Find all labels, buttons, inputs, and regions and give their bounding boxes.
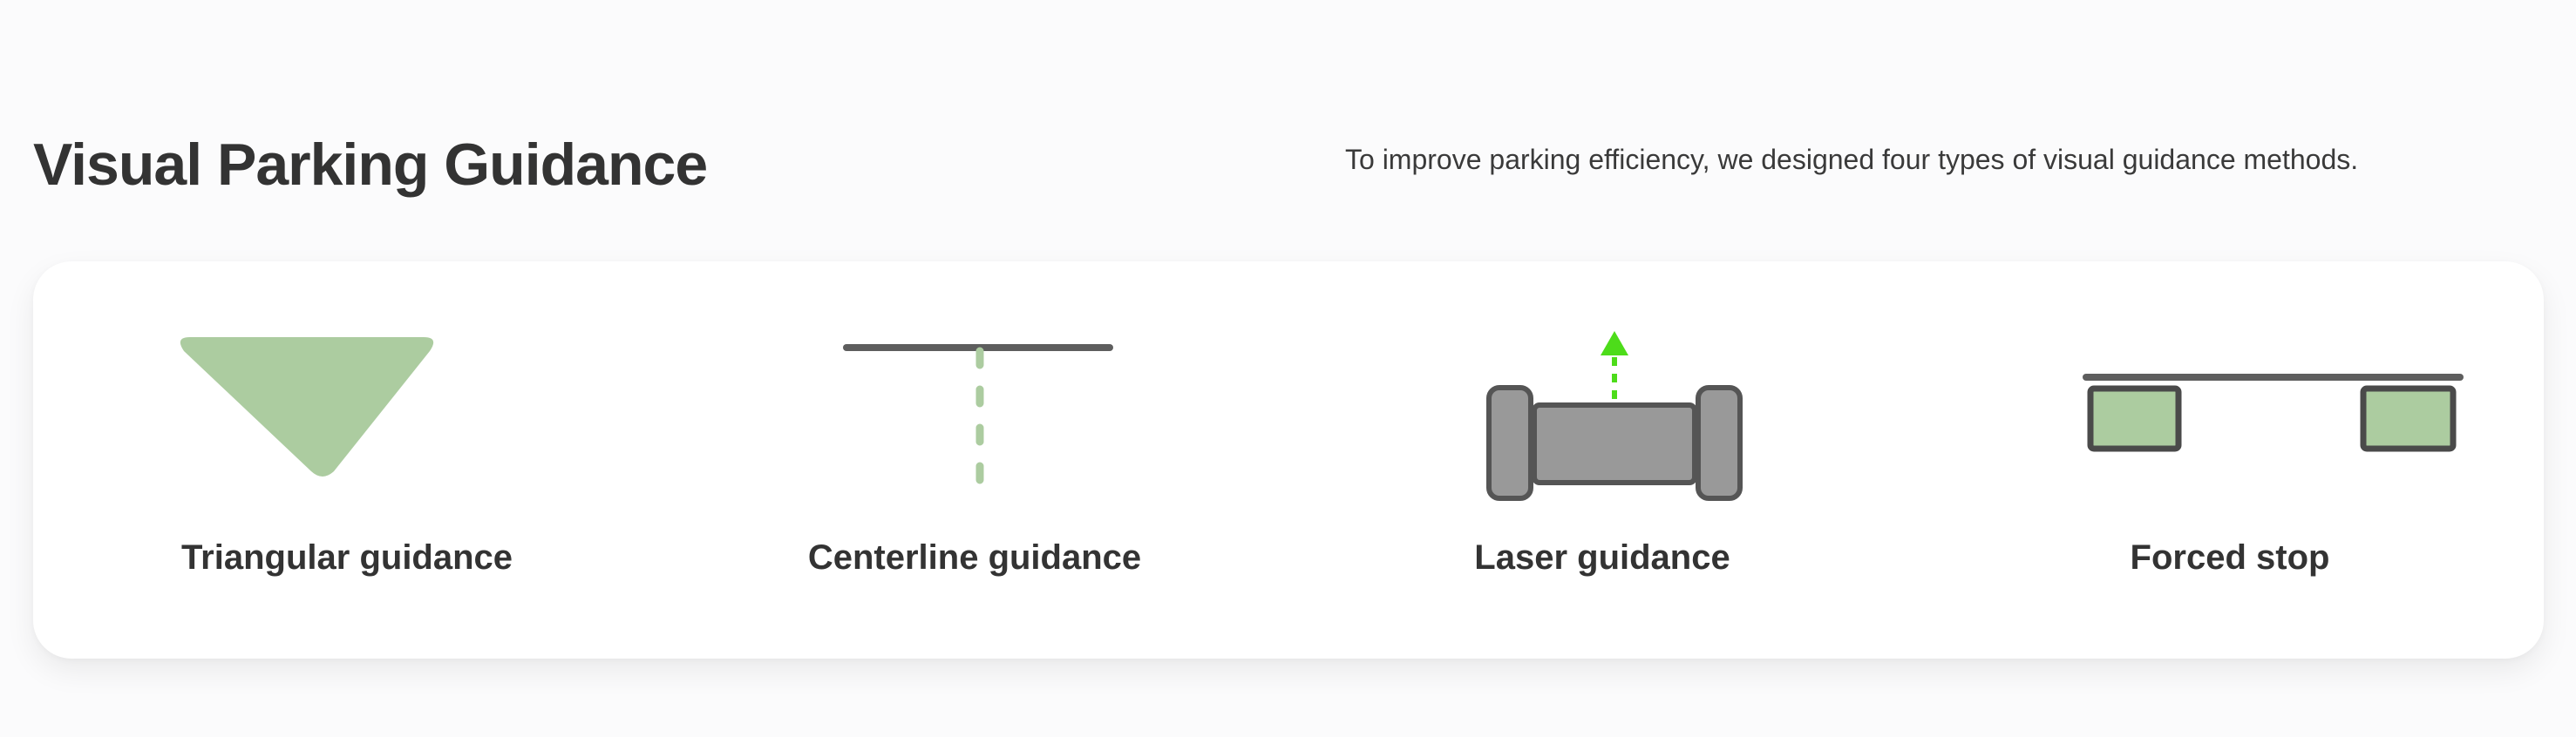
guidance-item-centerline: Centerline guidance	[661, 261, 1288, 659]
guidance-item-laser: Laser guidance	[1288, 261, 1916, 659]
guidance-label: Centerline guidance	[807, 538, 1142, 577]
guidance-label: Laser guidance	[1474, 538, 1730, 577]
page-title: Visual Parking Guidance	[33, 132, 708, 198]
guidance-label: Triangular guidance	[180, 538, 513, 577]
laser-guidance-icon	[1486, 331, 1743, 501]
page-description: To improve parking efficiency, we design…	[1345, 144, 2359, 175]
forced-stop-icon	[2083, 374, 2464, 452]
guidance-item-triangular: Triangular guidance	[33, 261, 661, 659]
guidance-item-forced-stop: Forced stop	[1916, 261, 2544, 659]
guidance-card: Triangular guidance Centerline guidance …	[33, 261, 2544, 659]
guidance-label: Forced stop	[2130, 538, 2330, 577]
triangle-guidance-icon	[180, 337, 434, 477]
centerline-guidance-icon	[843, 344, 1113, 490]
